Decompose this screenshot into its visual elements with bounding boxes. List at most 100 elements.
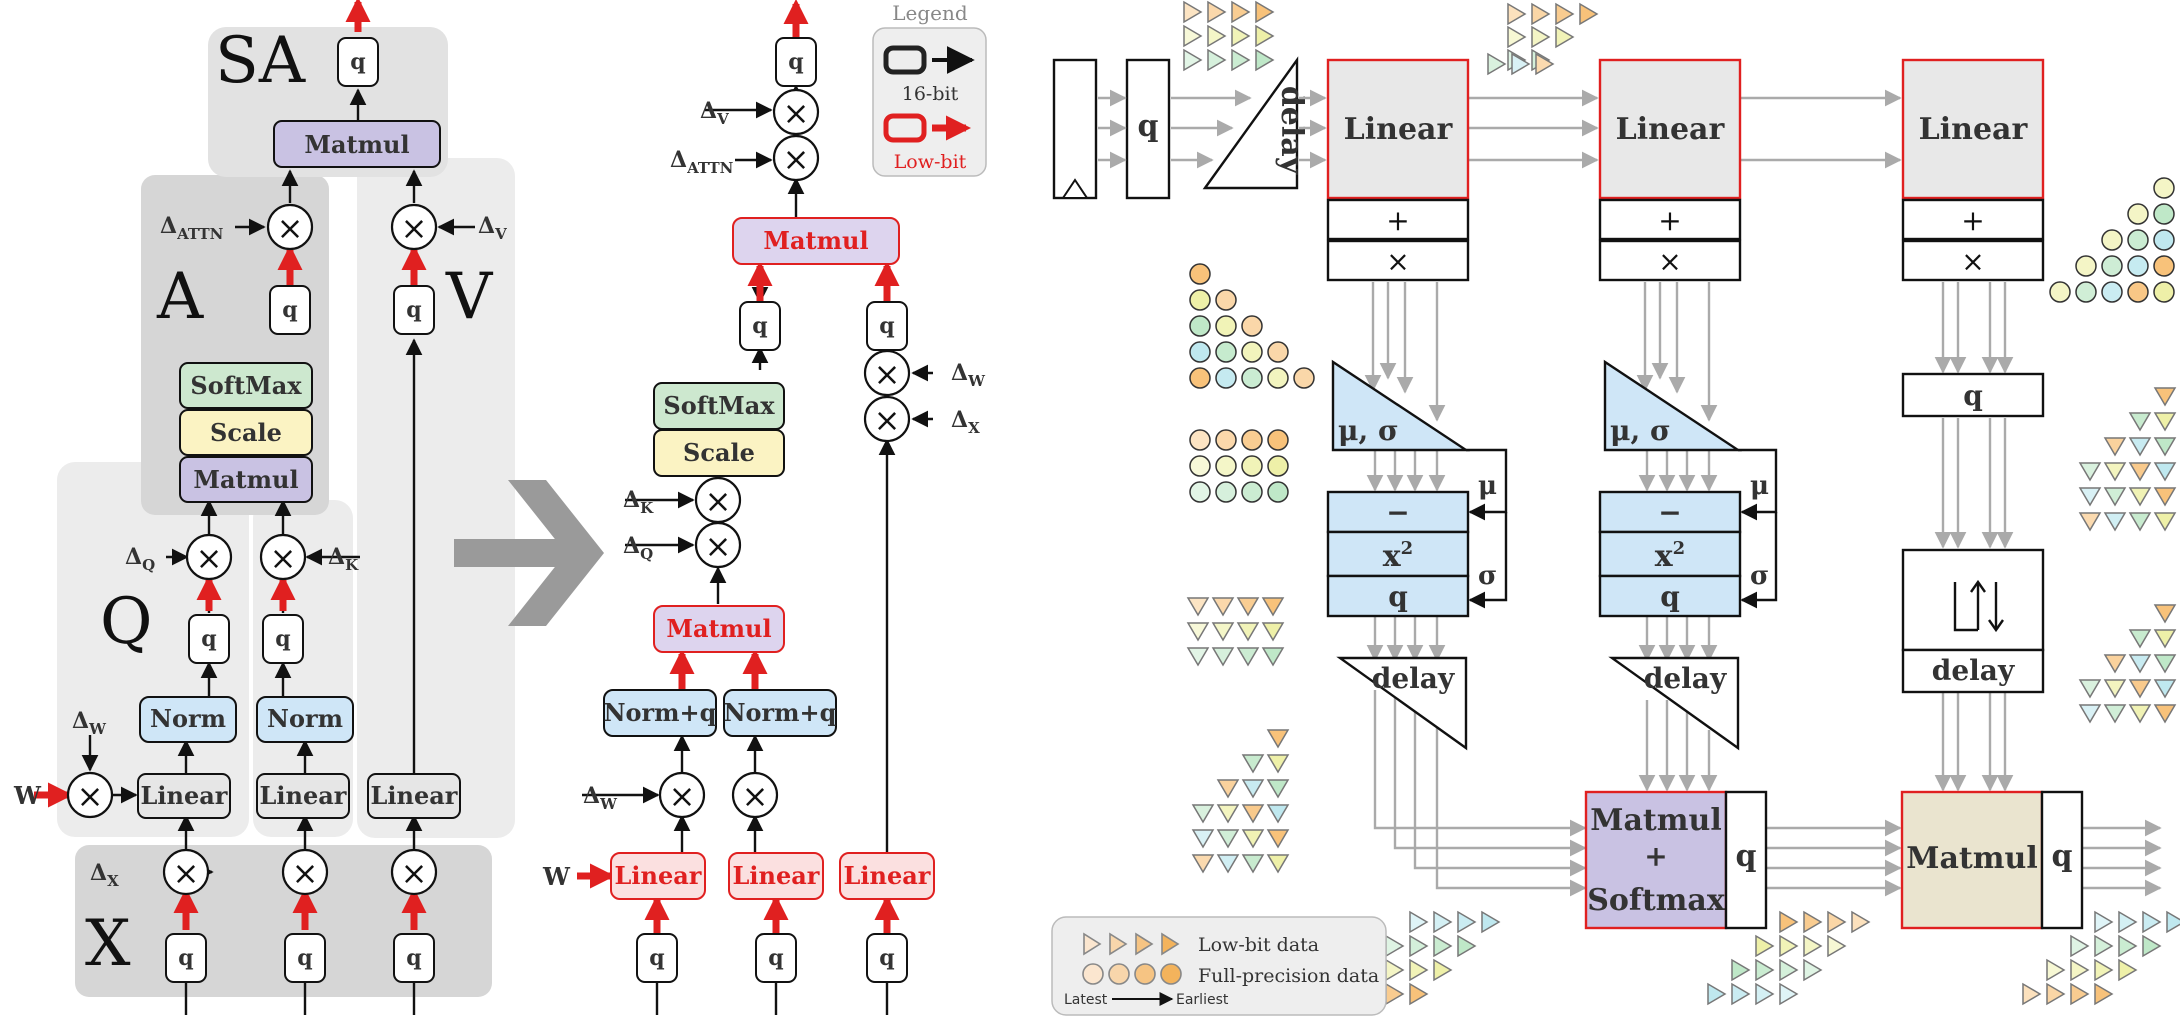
matmul-lowbit-box — [653, 605, 785, 653]
hardware-diagram: q delay Linear + × Linear — [1052, 56, 2162, 930]
lowbit-token — [1241, 779, 1265, 799]
multiply-label: × — [669, 777, 696, 815]
lowbit-token — [2128, 487, 2152, 507]
multiply-node — [772, 88, 820, 136]
lowbit-token — [1191, 829, 1215, 849]
hw-sq-2 — [1598, 530, 1742, 578]
fullprec-token — [2153, 177, 2175, 199]
lowbit-token — [1409, 910, 1429, 934]
multiply-label: × — [705, 527, 732, 565]
lowbit-token — [1433, 934, 1453, 958]
q-box — [269, 285, 311, 335]
lowbit-token — [2118, 934, 2138, 958]
lowbit-token — [1211, 647, 1235, 667]
q-box — [636, 933, 678, 983]
lowbit-token — [2078, 487, 2102, 507]
norm-q-box — [603, 689, 717, 737]
input-delay-label: delay — [1274, 86, 1309, 176]
lowbit-token — [1385, 934, 1405, 958]
hw-mult-3 — [1901, 239, 2045, 282]
fullprec-sample-circles — [1082, 963, 1182, 985]
lowbit-token — [1231, 0, 1251, 24]
lowbit-token — [2153, 704, 2177, 724]
hw-add-label: + — [1961, 204, 1984, 237]
lowbit-token — [2078, 679, 2102, 699]
lowbit-token — [1211, 622, 1235, 642]
hw-add-3 — [1901, 198, 2045, 241]
hw-add-label: + — [1386, 204, 1409, 237]
lowbit-token — [1186, 647, 1210, 667]
fullprec-token — [1241, 315, 1263, 337]
lowbit-token — [2103, 654, 2127, 674]
hw-sub-label: − — [1658, 496, 1681, 529]
lowbit-token — [1236, 647, 1260, 667]
lowbit-token — [2103, 704, 2127, 724]
q-box — [739, 301, 781, 351]
fullprec-token — [2127, 281, 2149, 303]
fullprec-token — [1189, 455, 1211, 477]
input-buffer — [1052, 58, 1098, 200]
hw-sub-1 — [1326, 490, 1470, 534]
multiply-node — [266, 203, 314, 251]
fullprec-token — [1189, 315, 1211, 337]
lowbit-token — [1186, 597, 1210, 617]
multiply-label: × — [742, 777, 769, 815]
lowbit-token — [1207, 24, 1227, 48]
fullprec-token — [1241, 367, 1263, 389]
hw-mean-var-2 — [1603, 359, 1742, 452]
q-label: q — [752, 313, 767, 339]
lowbit-token — [1266, 729, 1290, 749]
matmul-label: Matmul — [763, 226, 868, 255]
hw-sigma-feedback — [1740, 512, 1778, 609]
lowbit-token — [1216, 854, 1240, 874]
hw-q-label: q — [1963, 379, 1983, 412]
multiply-node — [390, 848, 438, 896]
hw-mult-1 — [1326, 239, 1470, 282]
lowbit-token — [1236, 622, 1260, 642]
q-box — [188, 614, 230, 664]
lowbit-token — [1827, 934, 1847, 958]
multiply-label: × — [783, 94, 810, 132]
lowbit-token — [2128, 437, 2152, 457]
precision-legend: Legend 16-bit Low-bit — [872, 1, 987, 177]
scale-label: Scale — [210, 418, 282, 447]
lowbit-token — [2094, 958, 2114, 982]
hw-delay-label: delay — [1372, 662, 1455, 695]
multiply-node — [66, 771, 114, 819]
lowbit-token — [2153, 437, 2177, 457]
lowbit-token — [1207, 48, 1227, 72]
hw-sigma-label: σ — [1478, 561, 1497, 591]
lowbit-token — [1266, 754, 1290, 774]
left-ops: q q q × × × Linear Linear Linear W × Nor… — [13, 37, 507, 983]
hw-delay-2 — [1608, 656, 1740, 751]
legend-lowbit-data: Low-bit data — [1198, 934, 1319, 956]
lowbit-token — [1409, 958, 1429, 982]
fullprec-token — [2153, 255, 2175, 277]
lowbit-token — [1216, 804, 1240, 824]
lowbit-token — [2070, 982, 2090, 1006]
lowbit-token — [1266, 829, 1290, 849]
delta-x-label: ΔX — [90, 860, 119, 890]
lowbit-token — [1241, 854, 1265, 874]
lowbit-token — [2153, 462, 2177, 482]
matmul-lowbit-box — [732, 217, 900, 265]
lowbit-token — [2078, 462, 2102, 482]
multiply-node — [772, 134, 820, 182]
fullprec-token — [1267, 367, 1289, 389]
lowbit-token — [1216, 829, 1240, 849]
hw-q-1 — [1326, 574, 1470, 618]
fullprec-token — [1189, 429, 1211, 451]
fullprec-token — [1215, 289, 1237, 311]
lowbit-token — [1186, 622, 1210, 642]
legend-title: Legend — [892, 1, 968, 25]
fullprec-token — [2127, 229, 2149, 251]
lowbit-token — [1555, 25, 1575, 49]
delta-q-label: ΔQ — [125, 544, 155, 574]
lowbit-token — [2078, 704, 2102, 724]
fullprec-token — [1267, 455, 1289, 477]
matmul-label: Matmul — [304, 130, 409, 159]
q-label: q — [297, 945, 312, 971]
lowbit-token — [1507, 25, 1527, 49]
hw-mult-label: × — [1658, 245, 1681, 278]
input-q-label: q — [1138, 109, 1159, 144]
